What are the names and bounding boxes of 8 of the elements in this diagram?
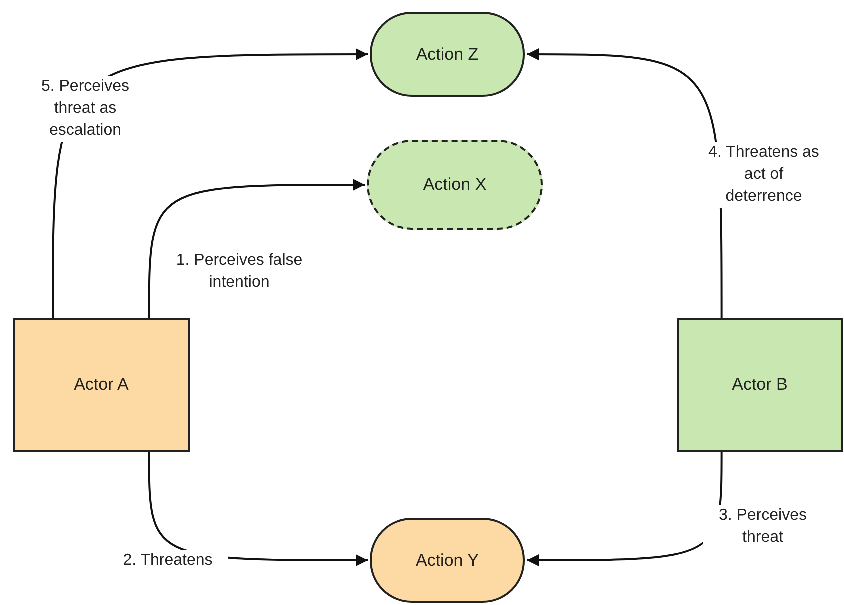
actor-box xyxy=(13,318,190,452)
actor-box xyxy=(677,318,843,452)
arrow xyxy=(148,179,365,318)
node-label: Action X xyxy=(423,174,487,196)
node-label: Actor A xyxy=(74,374,129,396)
node-label: Actor B xyxy=(732,374,788,396)
node-label: Action Z xyxy=(416,44,479,66)
node-label: Action Y xyxy=(416,550,479,572)
